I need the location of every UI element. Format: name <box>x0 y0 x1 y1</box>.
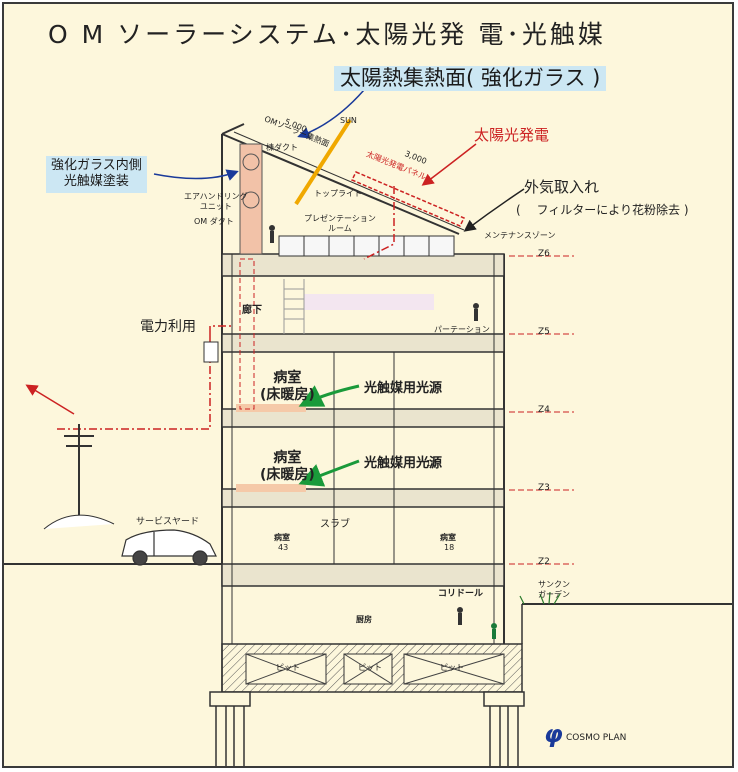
solar-glass-label: 太陽熱集熱面( 強化ガラス ) <box>334 66 607 91</box>
coating-arrow <box>153 169 239 181</box>
sunken-garden-label: サンクン ガーデン <box>538 580 570 600</box>
ward-lower-label: 病室 (床暖房) <box>260 450 315 483</box>
garden-plants <box>519 591 561 605</box>
air-handling-label: エアハンドリング ユニット <box>184 192 248 212</box>
floor-level-z6: Z6 <box>538 249 550 259</box>
car <box>121 529 217 566</box>
pv-panel-outline <box>350 171 466 227</box>
ridge-duct-label: 棟ダクト <box>266 143 298 152</box>
pit-label-middle: ピット <box>358 663 382 672</box>
ward-small-left: 病室 <box>274 533 290 542</box>
intake-arrow <box>463 188 525 232</box>
floor-level-lines <box>509 255 574 565</box>
ward-no-43: 43 <box>278 543 289 552</box>
people <box>269 225 497 639</box>
power-line <box>54 186 395 430</box>
catalyst-light-upper-label: 光触媒用光源 <box>364 381 443 396</box>
utility-pole <box>43 424 115 530</box>
pit-label-right: ピット <box>440 663 464 672</box>
floor-level-z4: Z4 <box>538 405 550 415</box>
page-title: O M ソーラーシステム･太陽光発 電･光触媒 <box>48 20 606 49</box>
kitchen-label: 厨房 <box>356 615 372 624</box>
cosmo-logo-icon: φ <box>544 720 563 748</box>
catalyst-light-lower-label: 光触媒用光源 <box>364 456 443 471</box>
slab-z5 <box>221 333 505 353</box>
slab-z6 <box>221 253 505 277</box>
glass-arrow <box>297 89 365 139</box>
ward-no-18: 18 <box>444 543 455 552</box>
service-yard-label: サービスヤード <box>136 517 200 527</box>
maintenance-zone-label: メンテナンスゾーン <box>484 231 556 240</box>
heated-floor-lower <box>236 484 306 492</box>
slab-label: スラブ <box>320 519 350 530</box>
om-duct-label: OM ダクト <box>194 217 234 226</box>
corridor2-label: コリドール <box>438 589 484 599</box>
ground <box>4 563 732 766</box>
grid-export-arrow <box>25 384 75 415</box>
ward-small-right: 病室 <box>440 533 456 542</box>
building-section-drawing <box>4 89 732 766</box>
slab-z4 <box>221 408 505 428</box>
heated-floor-upper <box>236 404 306 412</box>
sun-beam <box>294 118 352 206</box>
floor-level-z3: Z3 <box>538 483 550 493</box>
power-conditioner <box>203 341 219 363</box>
partition-label: パーテーション <box>434 325 490 334</box>
corridor-label: 廊下 <box>242 305 262 316</box>
floor-level-z5: Z5 <box>538 327 550 337</box>
sun-label: SUN <box>340 116 357 125</box>
top-light-label: トップライト <box>314 189 362 198</box>
cosmo-plan-label: COSMO PLAN <box>566 733 627 743</box>
building-structure <box>221 123 505 644</box>
light-arrow-lower <box>298 459 360 487</box>
air-intake-label: 外気取入れ <box>524 178 600 196</box>
ward-upper-label: 病室 (床暖房) <box>260 370 315 403</box>
slab-z2 <box>221 563 505 587</box>
light-arrow-upper <box>298 384 360 407</box>
pv-arrow <box>421 143 477 186</box>
slab-z3 <box>221 488 505 508</box>
om-duct <box>239 143 263 410</box>
floor-level-z2: Z2 <box>538 557 550 567</box>
power-use-label: 電力利用 <box>140 319 196 335</box>
photocatalyst-coating-label: 強化ガラス内側 光触媒塗装 <box>46 156 147 193</box>
filter-note-label: ( フィルターにより花粉除去 ) <box>516 203 689 217</box>
presentation-room-label: プレゼンテーション ルーム <box>304 214 376 234</box>
pv-label: 太陽光発電 <box>474 126 550 144</box>
ward-no-10: 10 <box>426 459 437 468</box>
pit-label-left: ピット <box>276 663 300 672</box>
